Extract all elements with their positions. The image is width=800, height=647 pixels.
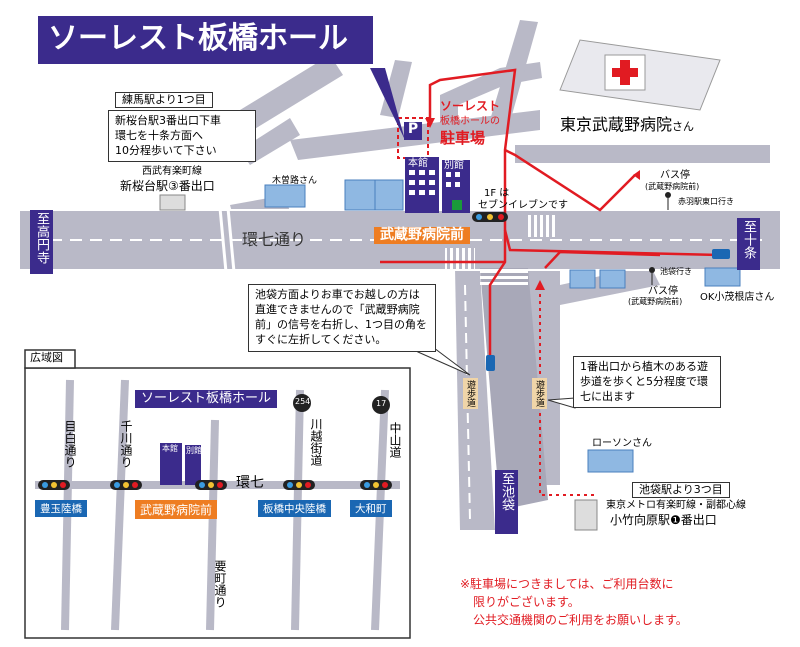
promenade-label-2: 遊歩道: [532, 378, 547, 409]
wide-mejiro: 目白通り: [63, 420, 77, 468]
wide-kan7: 環七: [236, 475, 264, 491]
signal-label: 武蔵野病院前: [374, 227, 470, 245]
nerima-header: 練馬駅より1つ目: [115, 92, 213, 109]
wide-nakasen: 中山道: [388, 422, 402, 458]
parking-label-1: ソーレスト: [440, 99, 501, 113]
signal-musashino: 武蔵野病院前: [135, 500, 218, 519]
kisoji-label: 木曽路さん: [272, 176, 318, 186]
building-annex-label: 別館: [444, 160, 464, 171]
nerima-station-line: 西武有楽町線: [142, 166, 202, 177]
walk-note: 1番出口から植木のある遊歩道を歩くと5分程度で環七に出ます: [573, 356, 721, 408]
building-main-label: 本館: [408, 158, 428, 169]
signal-yamato: 大和町: [350, 500, 392, 517]
seven-note-2: セブンイレブンです: [478, 200, 568, 211]
parking-label-2: 板橋ホールの: [440, 116, 500, 127]
walk-note-text: 1番出口から植木のある遊歩道を歩くと5分程度で環七に出ます: [580, 360, 708, 403]
nerima-text-2: 環七を十条方面へ: [115, 128, 203, 142]
road-south-center: [480, 268, 548, 510]
bus1-sub: (武蔵野病院前): [645, 182, 700, 191]
bus1-label: バス停: [660, 170, 690, 181]
wide-senkawa: 千川通り: [119, 420, 133, 468]
signal-itabashi: 板橋中央陸橋: [258, 500, 331, 517]
hospital-name: 東京武蔵野病院さん: [560, 115, 695, 134]
wide-annex-label: 別館: [186, 446, 202, 455]
ikebukuro-station-line: 東京メトロ有楽町線・副都心線: [606, 500, 746, 511]
nerima-text-1: 新桜台駅3番出口下車: [115, 114, 221, 127]
bus2-label: バス停: [648, 286, 678, 297]
wide-map-title: ソーレスト板橋ホール: [135, 390, 278, 409]
road-upper-left-2: [240, 55, 343, 130]
parking-label-3: 駐車場: [440, 129, 486, 147]
bus1-dest: 赤羽駅東口行き: [678, 197, 734, 206]
seven-note-1: 1F は: [484, 188, 510, 199]
ikebukuro-station-name: 小竹向原駅❶番出口: [610, 513, 717, 527]
to-koenji-label: 至高円寺: [30, 210, 53, 274]
lawson-label: ローソンさん: [592, 438, 652, 449]
to-ikebukuro-label: 至池袋: [495, 470, 518, 534]
route-254: 254: [295, 397, 311, 406]
car-note: 池袋方面よりお車でお越しの方は直進できませんので「武蔵野病院前」の信号を右折し、…: [248, 284, 436, 352]
to-jujo-label: 至十条: [737, 218, 760, 270]
wide-kanamecho: 要町通り: [213, 560, 227, 608]
footer-line-3: 公共交通機関のご利用をお願いします。: [473, 613, 688, 627]
footer-line-1: ※駐車場につきましては、ご利用台数に: [460, 577, 674, 591]
venue-title: ソーレスト板橋ホール: [38, 16, 373, 64]
parking-icon: P: [404, 121, 422, 140]
nerima-station-name: 新桜台駅③番出口: [120, 179, 215, 193]
wide-map-header: 広域図: [30, 351, 63, 364]
nerima-note: 新桜台駅3番出口下車 環七を十条方面へ 10分程歩いて下さい: [108, 110, 256, 162]
road-hospital: [515, 145, 770, 163]
wide-kawagoe: 川越街道: [309, 418, 323, 466]
route-17: 17: [376, 399, 387, 408]
car-note-text: 池袋方面よりお車でお越しの方は直進できませんので「武蔵野病院前」の信号を右折し、…: [255, 288, 427, 346]
nerima-text-3: 10分程歩いて下さい: [115, 143, 217, 157]
ikebukuro-header: 池袋駅より3つ目: [632, 482, 730, 499]
kan7-label: 環七通り: [242, 230, 307, 249]
ok-store-label: OK小茂根店さん: [700, 292, 775, 303]
bus2-sub: (武蔵野病院前): [628, 297, 683, 306]
signal-toyotama: 豊玉陸橋: [35, 500, 87, 517]
wide-main-label: 本館: [162, 444, 178, 453]
promenade-label-1: 遊歩道: [463, 378, 478, 409]
bus2-dest: 池袋行き: [660, 267, 692, 276]
footer-line-2: 限りがございます。: [473, 595, 580, 609]
